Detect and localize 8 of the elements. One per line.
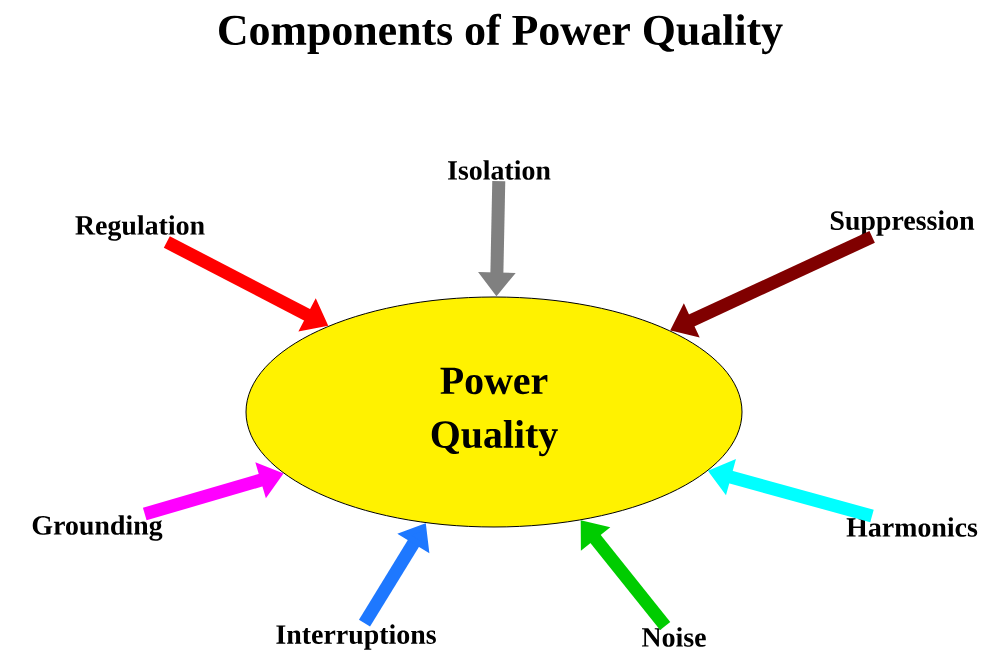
label: Regulation bbox=[75, 215, 205, 241]
label: Interruptions bbox=[276, 624, 436, 650]
label: Grounding bbox=[32, 515, 163, 541]
label: Noise bbox=[642, 627, 706, 647]
label: Isolation bbox=[448, 160, 551, 180]
label: Suppression bbox=[830, 210, 975, 236]
label: Harmonics bbox=[846, 517, 978, 537]
title: Components of Power Quality bbox=[219, 13, 783, 55]
